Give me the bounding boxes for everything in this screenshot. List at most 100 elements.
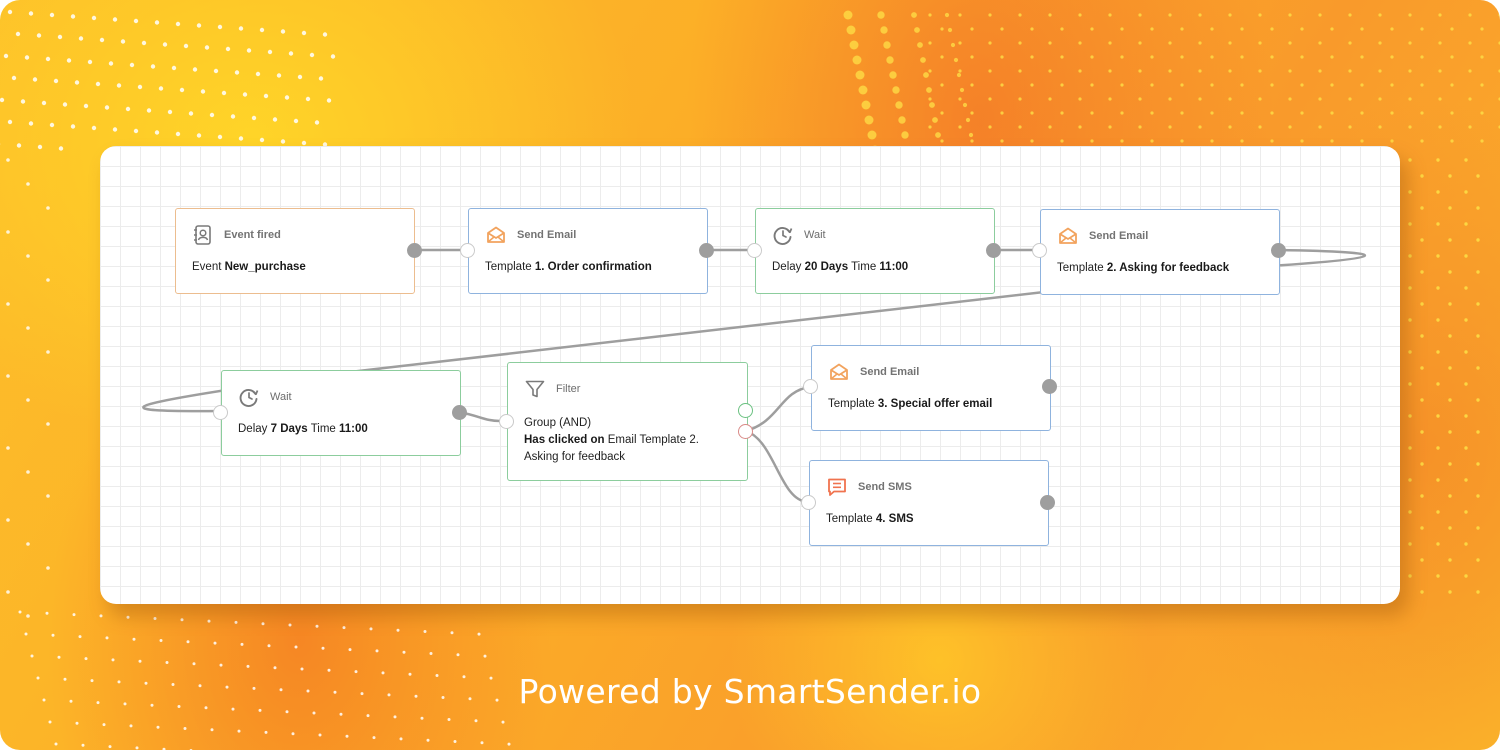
decorative-dot	[132, 637, 136, 641]
decorative-dot	[883, 41, 891, 49]
decorative-dot	[1240, 27, 1244, 31]
decorative-dot	[387, 693, 391, 697]
input-port[interactable]	[460, 243, 475, 258]
decorative-dot	[895, 101, 903, 109]
decorative-dot	[1390, 55, 1394, 59]
decorative-dot	[435, 674, 439, 677]
decorative-dot	[1108, 125, 1112, 129]
node-send-email-3[interactable]: Send Email Template 3. Special offer ema…	[803, 345, 1057, 431]
decorative-dot	[1000, 139, 1004, 143]
output-port[interactable]	[1271, 243, 1286, 258]
decorative-dot	[1408, 286, 1412, 290]
decorative-dot	[928, 13, 932, 17]
decorative-dot	[255, 71, 261, 77]
decorative-dot	[1450, 83, 1454, 87]
node-title: Send Email	[517, 229, 577, 241]
decorative-dot	[928, 125, 932, 129]
decorative-dot	[926, 87, 932, 93]
decorative-dot	[1464, 382, 1468, 386]
decorative-dot	[935, 132, 941, 138]
decorative-dot	[246, 664, 250, 668]
decorative-dot	[1476, 366, 1480, 370]
decorative-dot	[1138, 97, 1142, 101]
decorative-dot	[280, 29, 286, 34]
output-port[interactable]	[986, 243, 1001, 258]
decorative-dot	[1348, 13, 1352, 17]
delay-label: Delay	[772, 261, 805, 273]
input-port[interactable]	[1032, 243, 1047, 258]
input-port[interactable]	[747, 243, 762, 258]
node-event-fired[interactable]: Event fired Event New_purchase	[175, 208, 422, 294]
decorative-dot	[326, 98, 332, 103]
decorative-dot	[309, 52, 315, 58]
node-send-sms[interactable]: Send SMS Template 4. SMS	[801, 460, 1055, 546]
decorative-dot	[1078, 41, 1082, 45]
decorative-dot	[45, 56, 51, 62]
decorative-dot	[66, 58, 72, 63]
decorative-dot	[1476, 462, 1480, 466]
decorative-dot	[141, 40, 147, 46]
node-wait-1[interactable]: Wait Delay 20 Days Time 11:00	[747, 208, 1001, 294]
decorative-dot	[18, 610, 22, 614]
decorative-dot	[219, 663, 223, 667]
decorative-dot	[259, 137, 265, 143]
decorative-dot	[26, 326, 30, 330]
decorative-dot	[46, 350, 50, 354]
output-port[interactable]	[1040, 495, 1055, 510]
decorative-dot	[1408, 478, 1412, 482]
decorative-dot	[129, 62, 135, 68]
decorative-dot	[1078, 69, 1082, 73]
node-title: Send Email	[860, 366, 920, 378]
decorative-dot	[26, 398, 30, 402]
input-port[interactable]	[801, 495, 816, 510]
flow-canvas[interactable]: Event fired Event New_purchase Send Emai…	[100, 146, 1400, 604]
output-port[interactable]	[452, 405, 467, 420]
yes-output-port[interactable]	[738, 403, 753, 418]
decorative-dot	[970, 139, 974, 143]
condition-target: Email Template 2.	[604, 434, 699, 446]
node-send-email-2[interactable]: Send Email Template 2. Asking for feedba…	[1032, 209, 1286, 295]
decorative-dot	[1060, 27, 1064, 31]
node-send-email-1[interactable]: Send Email Template 1. Order confirmatio…	[460, 208, 714, 294]
decorative-dot	[1480, 27, 1484, 31]
decorative-dot	[958, 125, 962, 129]
decorative-dot	[928, 97, 932, 101]
decorative-dot	[104, 105, 110, 110]
decorative-dot	[953, 57, 959, 63]
decorative-dot	[947, 27, 953, 33]
decorative-dot	[1000, 111, 1004, 115]
output-port[interactable]	[1042, 379, 1057, 394]
decorative-dot	[252, 686, 256, 690]
delay-label: Delay	[238, 423, 271, 435]
node-filter[interactable]: Filter Group (AND) Has clicked on Email …	[499, 362, 753, 481]
chat-message-icon	[826, 476, 848, 498]
input-port[interactable]	[803, 379, 818, 394]
decorative-dot	[877, 11, 885, 19]
decorative-dot	[965, 117, 971, 123]
decorative-dot	[333, 690, 337, 694]
decorative-dot	[1450, 27, 1454, 31]
decorative-dot	[507, 742, 511, 746]
node-title: Event fired	[224, 229, 281, 241]
decorative-dot	[49, 122, 55, 128]
decorative-dot	[24, 632, 28, 636]
decorative-dot	[42, 698, 46, 702]
decorative-dot	[1408, 97, 1412, 101]
decorative-dot	[958, 69, 962, 73]
output-port[interactable]	[699, 243, 714, 258]
input-port[interactable]	[213, 405, 228, 420]
decorative-dot	[1480, 83, 1484, 87]
input-port[interactable]	[499, 414, 514, 429]
decorative-dot	[1436, 414, 1440, 418]
decorative-dot	[129, 724, 133, 728]
decorative-dot	[360, 692, 364, 696]
decorative-dot	[6, 302, 10, 306]
node-wait-2[interactable]: Wait Delay 7 Days Time 11:00	[213, 370, 467, 456]
decorative-dot	[207, 619, 211, 623]
decorative-dot	[958, 41, 962, 45]
no-output-port[interactable]	[738, 424, 753, 439]
decorative-dot	[1476, 526, 1480, 530]
decorative-dot	[1438, 41, 1442, 45]
output-port[interactable]	[407, 243, 422, 258]
